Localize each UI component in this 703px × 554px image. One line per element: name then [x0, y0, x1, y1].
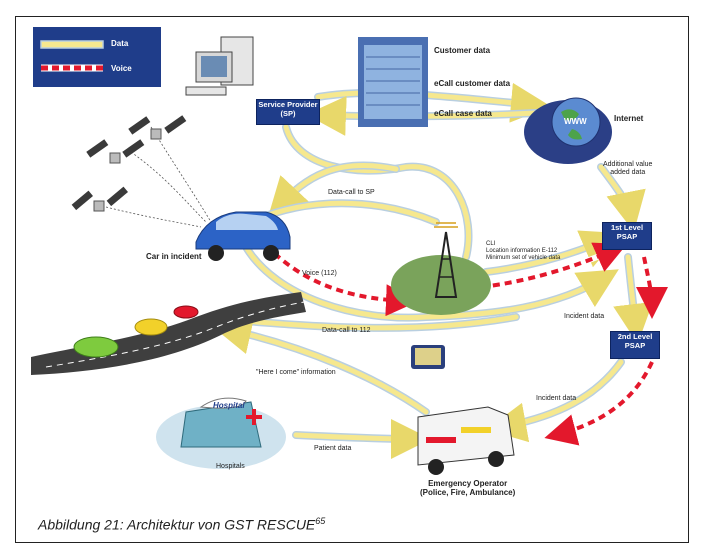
car-in-incident-label: Car in incident	[146, 252, 202, 261]
legend: Data Voice	[33, 27, 161, 87]
voice-112-label: Voice (112)	[302, 270, 337, 277]
patient-data-label: Patient data	[314, 445, 352, 452]
road-icon	[31, 292, 306, 375]
data-call-112-label: Data-call to 112	[322, 327, 371, 334]
www-label: WWW	[564, 117, 587, 126]
first-level-psap-box: 1st Level PSAP	[602, 222, 652, 250]
additional-value-label: Additional value added data	[603, 161, 653, 177]
cli-label: CLI Location information E-112 Minimum s…	[486, 241, 561, 261]
satellite-icon	[71, 186, 128, 212]
incident-data-label-1: Incident data	[564, 313, 605, 320]
globe-icon	[524, 97, 612, 164]
hospital-sign-label: Hospital	[213, 401, 245, 410]
legend-voice-label: Voice	[111, 64, 132, 73]
car-icon	[195, 211, 291, 261]
antenna-tower-icon	[391, 222, 491, 315]
diagram-canvas	[31, 36, 668, 475]
hospitals-label: Hospitals	[216, 463, 245, 470]
server-icon	[358, 37, 428, 127]
satellite-icon	[128, 115, 187, 140]
internet-label: Internet	[614, 114, 644, 123]
ecall-customer-data-label: eCall customer data	[434, 79, 511, 88]
diagram-frame: Data Voice Service Provider (SP) 1st Lev…	[15, 16, 689, 543]
hospital-icon	[156, 397, 286, 469]
figure-caption: Abbildung 21: Architektur von GST RESCUE…	[38, 516, 325, 533]
second-level-psap-box: 2nd Level PSAP	[610, 331, 660, 359]
caption-footnote: 65	[315, 516, 326, 526]
customer-data-label: Customer data	[434, 46, 491, 55]
here-i-come-label: "Here I come" information	[256, 369, 336, 376]
data-call-sp-label: Data-call to SP	[328, 189, 375, 196]
incident-data-label-2: Incident data	[536, 395, 577, 402]
satellite-icon	[86, 139, 145, 164]
legend-data-label: Data	[111, 39, 129, 48]
emergency-operator-label: Emergency Operator (Police, Fire, Ambula…	[420, 479, 516, 498]
caption-text: Abbildung 21: Architektur von GST RESCUE	[38, 516, 316, 533]
navigation-device-icon	[411, 345, 445, 369]
service-provider-box: Service Provider (SP)	[256, 99, 320, 125]
computer-icon	[185, 36, 254, 96]
ecall-case-data-label: eCall case data	[434, 109, 492, 118]
ambulance-icon	[417, 406, 515, 475]
